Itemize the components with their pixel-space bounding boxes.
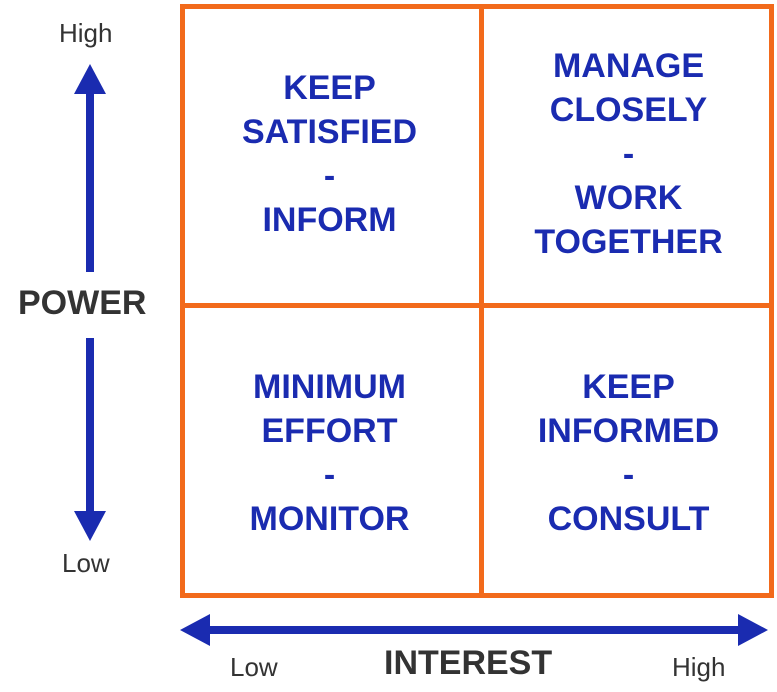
quadrant-line: EFFORT: [261, 411, 398, 450]
quadrant-line: CONSULT: [547, 499, 710, 538]
interest-double-arrow-icon: [180, 614, 768, 646]
quadrant-line: -: [622, 134, 635, 173]
quadrant-line: -: [622, 455, 635, 494]
quadrant-keep-satisfied: KEEP SATISFIED - INFORM: [185, 9, 474, 298]
interest-axis-title: INTEREST: [384, 644, 553, 682]
quadrant-manage-closely: MANAGE CLOSELY - WORK TOGETHER: [484, 9, 773, 298]
quadrant-line: MINIMUM: [253, 367, 406, 406]
quadrant-line: TOGETHER: [534, 222, 723, 261]
power-down-arrow-icon: [74, 338, 106, 541]
power-high-label: High: [59, 18, 113, 48]
quadrant-line: SATISFIED: [241, 112, 418, 151]
quadrant-line: -: [323, 156, 336, 195]
quadrant-line: CLOSELY: [549, 90, 708, 129]
power-axis-title: POWER: [18, 284, 147, 322]
quadrant-line: MONITOR: [249, 499, 410, 538]
quadrant-line: INFORMED: [537, 411, 720, 450]
power-low-label: Low: [62, 548, 110, 578]
quadrant-line: WORK: [574, 178, 683, 217]
horizontal-divider: [185, 303, 769, 308]
quadrant-keep-informed: KEEP INFORMED - CONSULT: [484, 308, 773, 597]
vertical-divider: [479, 9, 484, 593]
quadrant-line: INFORM: [262, 200, 397, 239]
quadrant-line: -: [323, 455, 336, 494]
quadrant-line: KEEP: [283, 68, 376, 107]
quadrant-line: KEEP: [582, 367, 675, 406]
interest-high-label: High: [672, 652, 726, 682]
power-interest-matrix: KEEP SATISFIED - INFORM MANAGE CLOSELY -…: [180, 4, 774, 598]
power-up-arrow-icon: [74, 64, 106, 272]
quadrant-minimum-effort: MINIMUM EFFORT - MONITOR: [185, 308, 474, 597]
quadrant-line: MANAGE: [552, 46, 705, 85]
interest-low-label: Low: [230, 652, 278, 682]
